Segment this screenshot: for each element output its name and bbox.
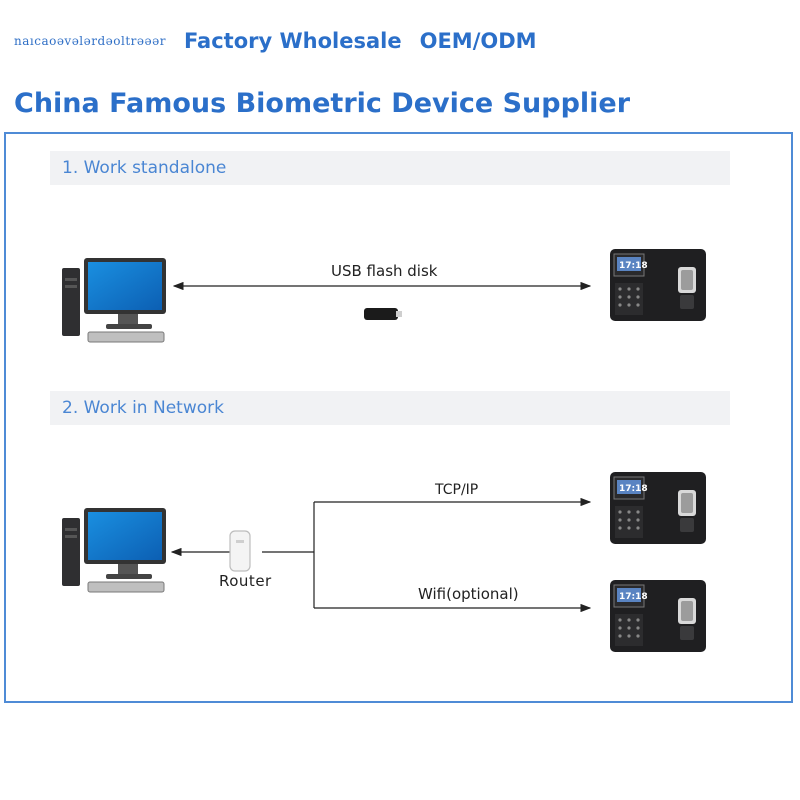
biometric-device-icon-wifi xyxy=(609,579,707,653)
biometric-device-icon-tcp xyxy=(609,471,707,545)
computer-icon-network xyxy=(61,507,167,593)
wifi-label: Wifi(optional) xyxy=(418,585,519,603)
section-standalone-heading: 1. Work standalone xyxy=(50,151,730,185)
usb-flash-disk-icon xyxy=(364,308,402,320)
biometric-device-icon-standalone xyxy=(609,248,707,322)
header-script-text: naıcaoəvələrdəoltrəəər xyxy=(14,34,166,48)
usb-flash-disk-label: USB flash disk xyxy=(331,262,438,280)
tcp-ip-label: TCP/IP xyxy=(435,482,479,498)
router-icon xyxy=(229,530,251,572)
computer-icon-standalone xyxy=(61,257,167,343)
header-line: naıcaoəvələrdəoltrəəər Factory Wholesale… xyxy=(14,26,537,56)
page-title: China Famous Biometric Device Supplier xyxy=(14,88,631,119)
factory-wholesale-text: Factory Wholesale xyxy=(183,29,402,53)
router-label: Router xyxy=(219,572,272,590)
oem-odm-text: OEM/ODM xyxy=(419,29,537,53)
section-network-heading: 2. Work in Network xyxy=(50,391,730,425)
